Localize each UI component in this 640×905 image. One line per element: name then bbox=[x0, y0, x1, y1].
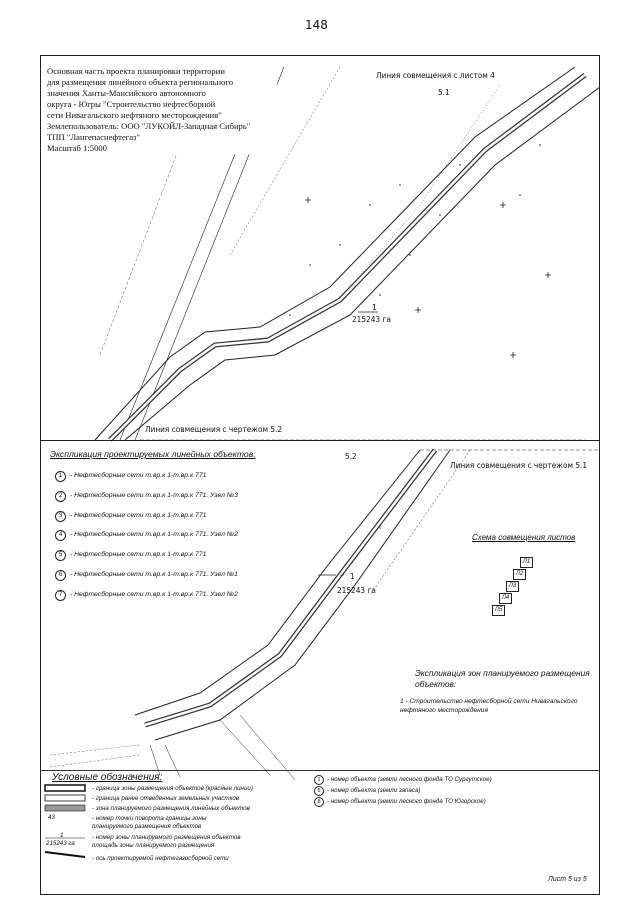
list-item: 3 - Нефтесборные сети т.вр.к 1-т.вр.к 771 bbox=[55, 506, 238, 526]
object-text: - Нефтесборные сети т.вр.к 1-т.вр.к 771 bbox=[70, 472, 207, 479]
scheme-title: Схема совмещения листов bbox=[472, 533, 576, 542]
title-line: для размещения линейного объекта региона… bbox=[47, 77, 234, 87]
title-block: Основная часть проекта планировки террит… bbox=[47, 66, 277, 154]
linear-objects-list: 1 - Нефтесборные сети т.вр.к 1-т.вр.к 771… bbox=[55, 466, 238, 605]
title-line: Землепользователь: ООО "ЛУКОЙЛ-Западная … bbox=[47, 121, 251, 131]
convention-item: - граница зоны размещения объектов (крас… bbox=[92, 785, 253, 792]
zone-item-number: 1 bbox=[400, 698, 404, 705]
list-item: 1 - Нефтесборные сети т.вр.к 1-т.вр.к 771 bbox=[55, 466, 238, 486]
convention-symbols bbox=[44, 784, 86, 858]
list-item: 2 - Нефтесборные сети т.вр.к 1-т.вр.к 771… bbox=[55, 486, 238, 506]
object-number: 3 bbox=[55, 510, 66, 522]
object-type-item: 8- номер объекта (земли лесного фонда ТО… bbox=[314, 797, 486, 807]
object-number: 6 bbox=[55, 569, 66, 581]
convention-item: - ось проектируемой нефтегазосборной сет… bbox=[92, 855, 229, 862]
match-line-label: Линия совмещения с чертежом 5.2 bbox=[145, 424, 283, 434]
drawing-frame bbox=[40, 55, 600, 895]
legend-divider bbox=[40, 770, 600, 771]
zone-number-label: 1 bbox=[350, 571, 355, 581]
object-number: 5 bbox=[55, 550, 66, 562]
object-type-number: 1 bbox=[314, 775, 324, 785]
match-line-label: Линия совмещения с чертежом 5.1 bbox=[450, 460, 588, 470]
title-line: округа - Югры "Строительство нефтесборно… bbox=[47, 99, 216, 109]
panel-divider bbox=[40, 440, 600, 441]
title-line: ТПП "Лангепаснефтегаз" bbox=[47, 132, 140, 142]
scheme-cell: Л2 bbox=[513, 569, 526, 580]
list-item: 7 - Нефтесборные сети т.вр.к 1-т.вр.к 771… bbox=[55, 585, 238, 605]
object-type-text: - номер объекта (земли лесного фонда ТО … bbox=[327, 798, 486, 805]
convention-item: - зона планируемого размещения линейных … bbox=[92, 805, 250, 812]
object-number: 2 bbox=[55, 490, 66, 502]
title-line: сети Нивагальского нефтяного месторожден… bbox=[47, 110, 222, 120]
sheet-number: Лист 5 из 5 bbox=[548, 876, 587, 883]
sheet-label: 5.2 bbox=[345, 451, 357, 461]
list-item: 5 - Нефтесборные сети т.вр.к 1-т.вр.к 771 bbox=[55, 545, 238, 565]
zones-item: 1 - Строительство нефтесборной сети Нива… bbox=[400, 697, 580, 715]
object-type-text: - номер объекта (земли лесного фонда ТО … bbox=[327, 776, 492, 783]
zone-example-area: 215243 га bbox=[46, 840, 75, 847]
zones-title: Экспликация зон планируемого размещения … bbox=[415, 668, 590, 689]
list-item: 6 - Нефтесборные сети т.вр.к 1-т.вр.к 771… bbox=[55, 565, 238, 585]
route-map bbox=[49, 66, 600, 781]
object-text: - Нефтесборные сети т.вр.к 1-т.вр.к 771 bbox=[70, 551, 207, 559]
scheme-cell: Л3 bbox=[506, 581, 519, 592]
title-line: Масштаб 1:5000 bbox=[47, 143, 107, 153]
zone-example-number: 1 bbox=[60, 832, 64, 839]
object-type-number: 8 bbox=[314, 797, 324, 807]
zone-area-label: 215243 га bbox=[337, 585, 376, 595]
linear-objects-title: Экспликация проектируемых линейных объек… bbox=[50, 449, 256, 459]
zone-number-label: 1 bbox=[372, 302, 377, 312]
scheme-cell: Л5 bbox=[492, 605, 505, 616]
list-item: 4 - Нефтесборные сети т.вр.к 1-т.вр.к 771… bbox=[55, 525, 238, 545]
match-line-label: Линия совмещения с листом 4 bbox=[376, 70, 495, 80]
object-text: - Нефтесборные сети т.вр.к 1-т.вр.к 771.… bbox=[70, 531, 238, 539]
object-type-text: - номер объекта (земли запаса) bbox=[327, 787, 421, 794]
object-type-item: 1- номер объекта (земли лесного фонда ТО… bbox=[314, 775, 492, 785]
sheet-label: 5.1 bbox=[438, 87, 450, 97]
zone-area-label: 215243 га bbox=[352, 314, 391, 324]
object-type-number: 5 bbox=[314, 786, 324, 796]
title-line: значения Ханты-Мансийского автономного bbox=[47, 88, 206, 98]
convention-item: - номер точки поворота границы зоны план… bbox=[92, 815, 207, 830]
page-number: 148 bbox=[305, 18, 328, 32]
object-number: 7 bbox=[55, 589, 66, 601]
scheme-cell: Л4 bbox=[499, 593, 512, 604]
object-text: - Нефтесборные сети т.вр.к 1-т.вр.к 771 bbox=[70, 511, 207, 519]
point-example: 43 bbox=[48, 814, 55, 821]
scheme-cell: Л1 bbox=[520, 557, 533, 568]
object-type-item: 5- номер объекта (земли запаса) bbox=[314, 786, 420, 796]
object-text: - Нефтесборные сети т.вр.к 1-т.вр.к 771.… bbox=[70, 570, 238, 578]
conventions-title: Условные обозначения: bbox=[52, 772, 163, 783]
object-number: 4 bbox=[55, 530, 66, 542]
convention-item: - граница ранее отведенных земельных уча… bbox=[92, 795, 240, 802]
object-number: 1 bbox=[55, 471, 66, 482]
object-text: - Нефтесборные сети т.вр.к 1-т.вр.к 771.… bbox=[70, 590, 238, 598]
title-line: Основная часть проекта планировки террит… bbox=[47, 66, 225, 76]
zone-item-text: - Строительство нефтесборной сети Нивага… bbox=[400, 698, 578, 714]
convention-item: - номер зоны планируемого размещения объ… bbox=[92, 834, 241, 849]
object-text: - Нефтесборные сети т.вр.к 1-т.вр.к 771.… bbox=[70, 491, 238, 499]
